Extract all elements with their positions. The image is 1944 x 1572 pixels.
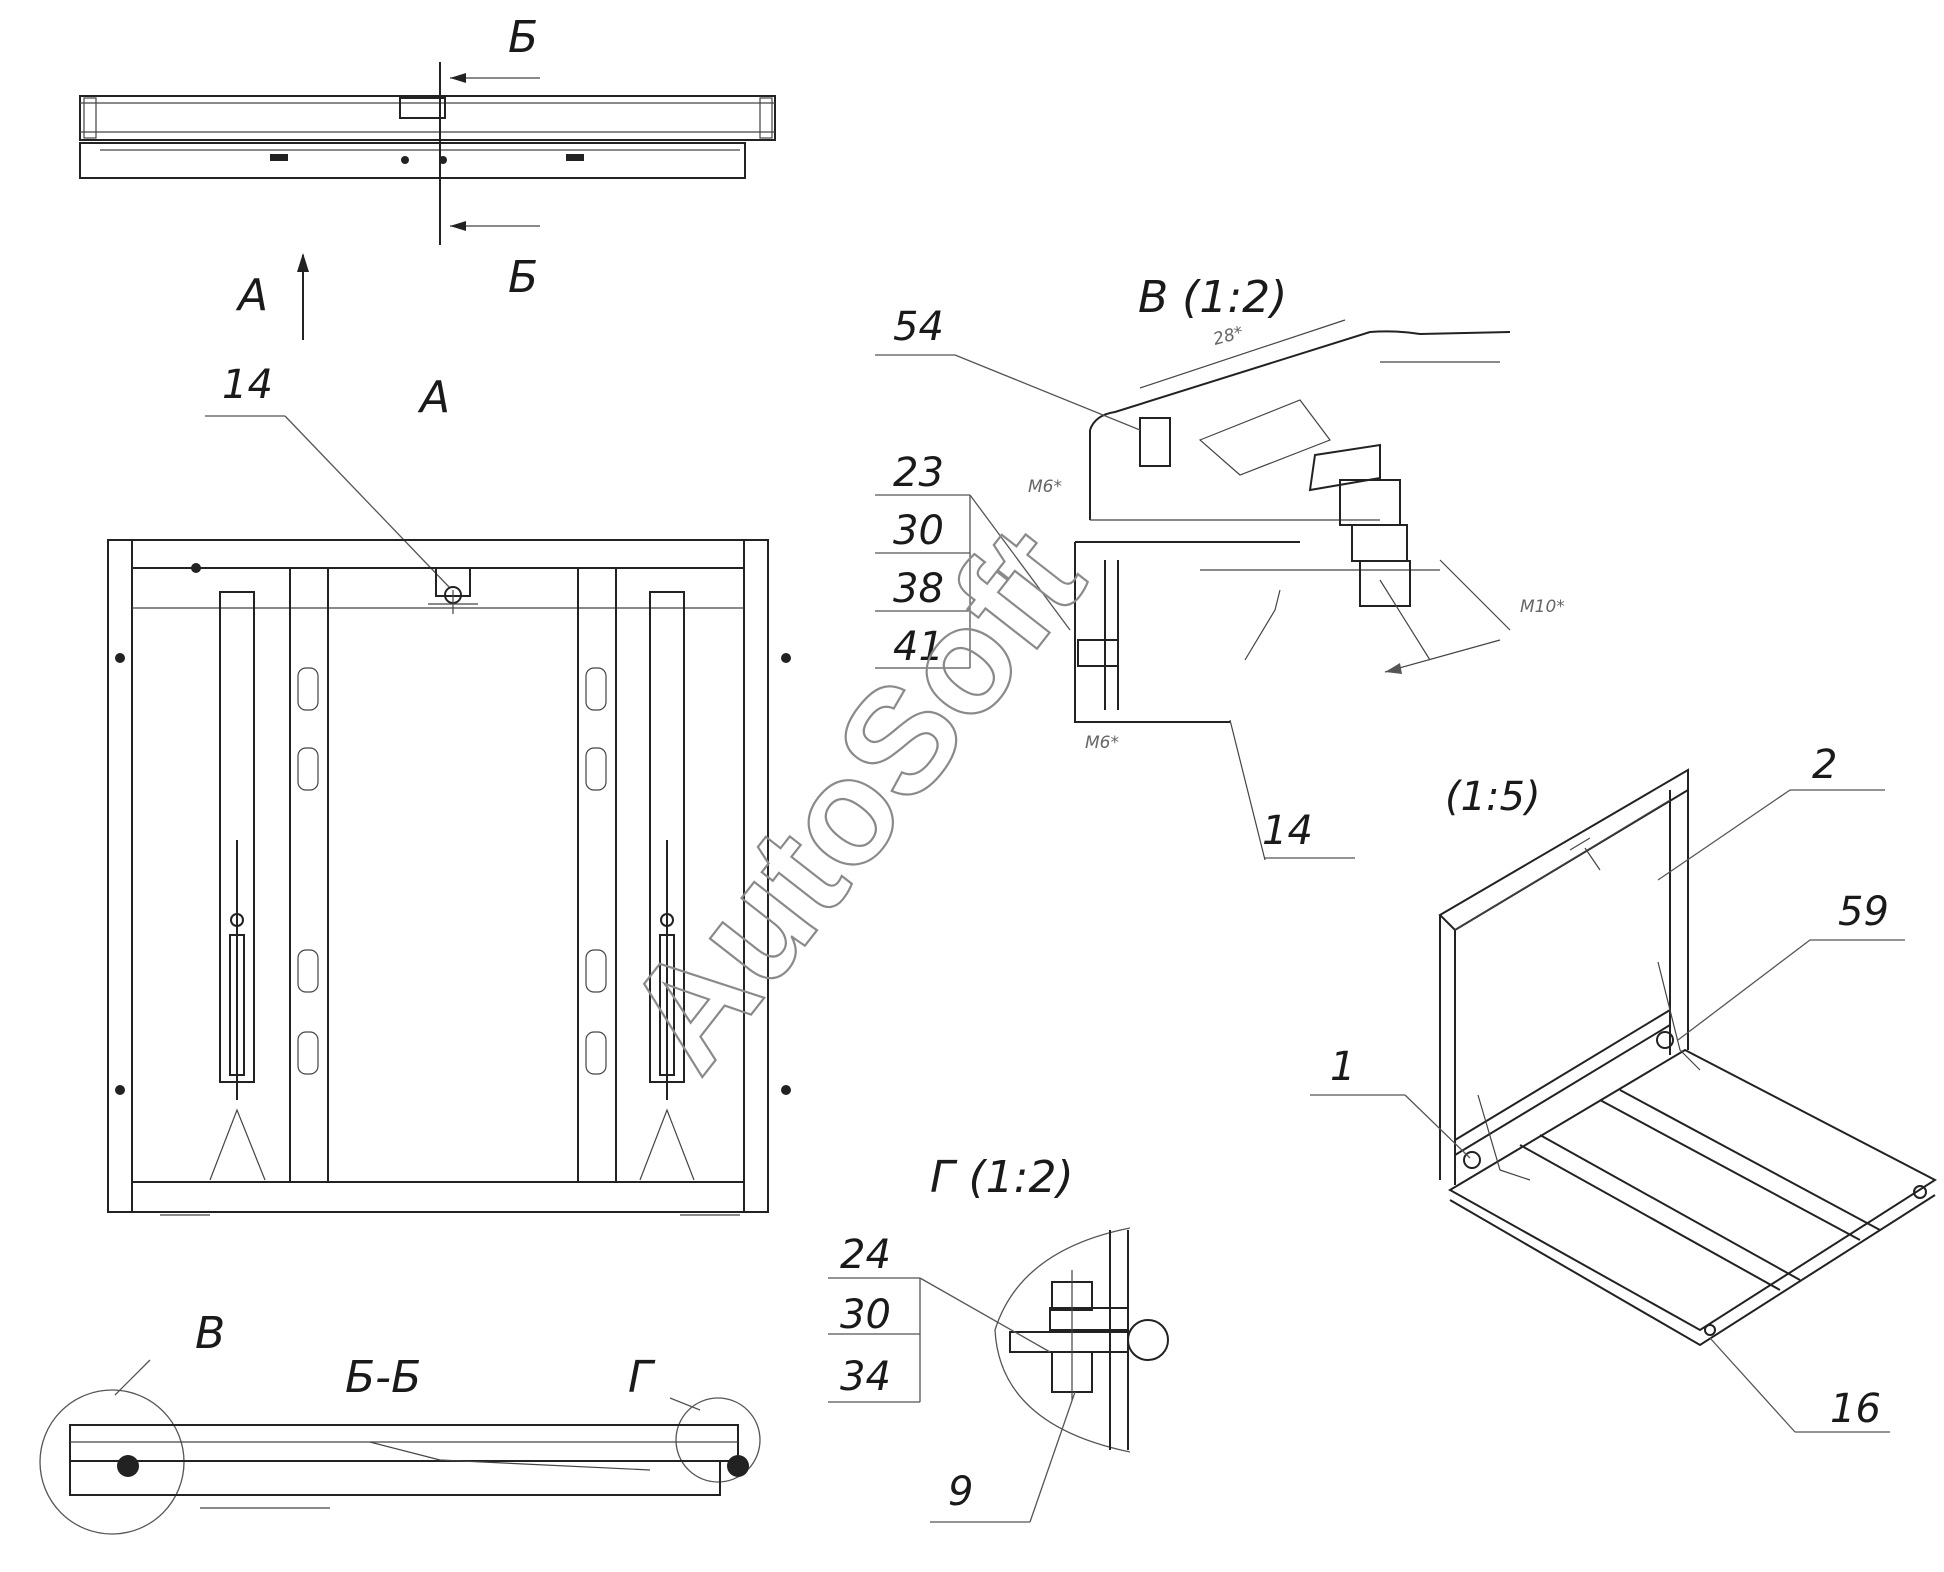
callout-38: 38 xyxy=(893,566,944,612)
dim-m6-a: M6* xyxy=(1028,477,1062,497)
section-bb-title: Б-Б xyxy=(345,1352,421,1403)
lock-mechanism xyxy=(428,567,478,614)
gas-struts xyxy=(209,840,695,1181)
dim-m10: M10* xyxy=(1520,597,1565,617)
callout-2: 2 xyxy=(1812,742,1837,788)
callout-41: 41 xyxy=(893,624,944,670)
top-profile-view xyxy=(79,62,776,340)
iso-scale: (1:5) xyxy=(1445,774,1541,820)
detail-v-title: В (1:2) xyxy=(1138,272,1287,323)
view-arrow-label: А xyxy=(235,270,268,321)
callout-34: 34 xyxy=(840,1354,891,1400)
autosoft-watermark: AutoSoft xyxy=(593,497,1115,1099)
callout-16: 16 xyxy=(1830,1386,1881,1432)
section-mark-bottom: Б xyxy=(508,252,538,303)
callout-23: 23 xyxy=(893,450,944,496)
callout-stack-left xyxy=(875,494,1071,669)
callout-30-b: 30 xyxy=(840,1292,891,1338)
view-a-frame xyxy=(107,539,791,1216)
dim-28: 28* xyxy=(1211,323,1245,350)
callout-14-top: 14 xyxy=(222,362,273,408)
detail-g xyxy=(994,1227,1169,1453)
dim-m6-b: M6* xyxy=(1085,733,1119,753)
section-mark-top: Б xyxy=(508,12,538,63)
section-bb-view xyxy=(39,1359,761,1535)
slot-openings xyxy=(297,667,607,1075)
detail-g-title: Г (1:2) xyxy=(930,1152,1074,1203)
callout-14-detail: 14 xyxy=(1262,808,1313,854)
callout-9: 9 xyxy=(948,1469,973,1515)
detail-v xyxy=(1074,319,1511,861)
view-a-title: А xyxy=(417,372,450,423)
callout-g: Г xyxy=(628,1352,656,1403)
callout-54: 54 xyxy=(893,304,944,350)
callout-59: 59 xyxy=(1838,889,1889,935)
mount-holes xyxy=(115,563,791,1095)
callout-24: 24 xyxy=(840,1232,891,1278)
callout-1: 1 xyxy=(1330,1044,1355,1090)
isometric-view xyxy=(1438,768,1937,1347)
callout-stack-g xyxy=(828,1277,1076,1523)
callout-v: В xyxy=(195,1308,225,1359)
callout-30-a: 30 xyxy=(893,508,944,554)
